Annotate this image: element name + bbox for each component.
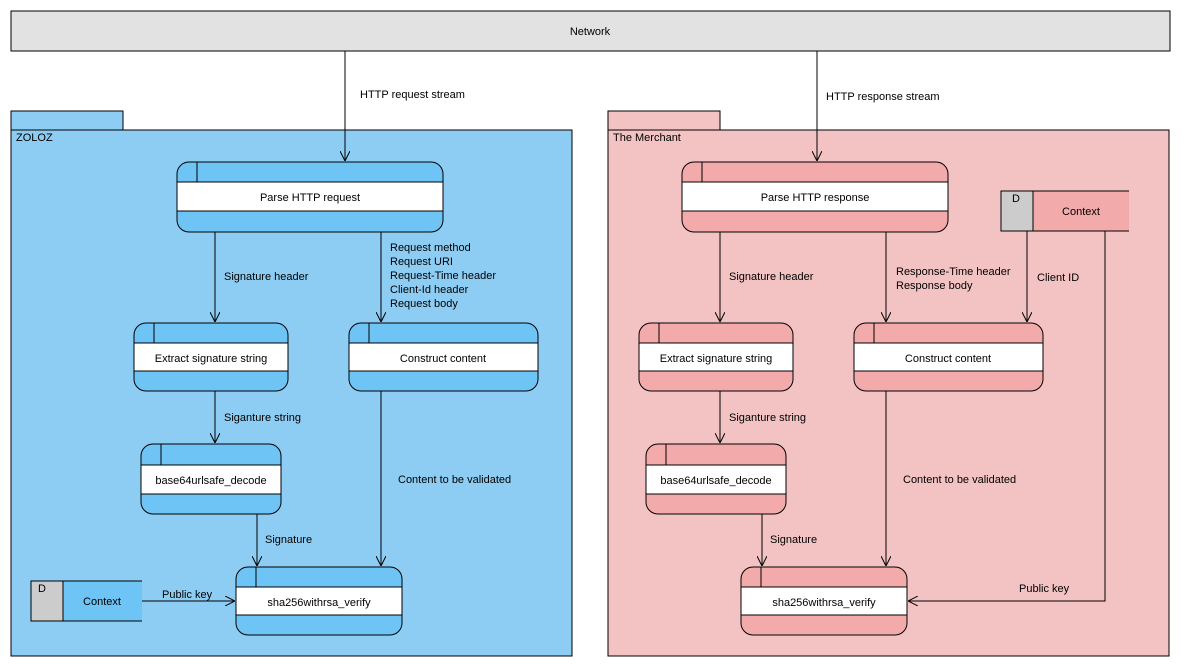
merchant-parse-label: Parse HTTP response [761, 192, 870, 204]
zoloz-extract-label: Extract signature string [155, 353, 268, 365]
zoloz-signature-header-label: Signature header [224, 271, 309, 283]
network-bar: Network [10, 10, 1171, 52]
merchant-extract-label: Extract signature string [660, 353, 773, 365]
zoloz-request-field: Request-Time header [390, 270, 496, 282]
merchant-store-tag: D [1012, 193, 1020, 205]
merchant-decode-process: base64urlsafe_decode [645, 443, 787, 515]
merchant-public-key-label: Public key [1019, 583, 1070, 595]
zoloz-store-tag: D [38, 583, 46, 595]
zoloz-flows: HTTP request stream Signature header Req… [142, 51, 511, 601]
merchant-flows: HTTP response stream Signature header Re… [720, 51, 1106, 601]
merchant-content-label: Content to be validated [903, 474, 1016, 486]
merchant-context-store: D Context [1000, 190, 1129, 232]
merchant-store-label: Context [1062, 206, 1100, 218]
merchant-construct-label: Construct content [905, 353, 991, 365]
merchant-signature-string-label: Siganture string [729, 412, 806, 424]
merchant-verify-label: sha256withrsa_verify [772, 597, 876, 609]
zoloz-stream-label: HTTP request stream [360, 89, 465, 101]
zoloz-title: ZOLOZ [16, 132, 53, 144]
zoloz-parse-label: Parse HTTP request [260, 192, 360, 204]
merchant-extract-process: Extract signature string [638, 322, 794, 392]
network-label: Network [570, 26, 611, 38]
zoloz-decode-process: base64urlsafe_decode [140, 443, 282, 515]
zoloz-verify-process: sha256withrsa_verify [235, 566, 403, 636]
zoloz-request-field: Request method [390, 242, 471, 254]
zoloz-store-label: Context [83, 596, 121, 608]
merchant-response-field: Response-Time header [896, 266, 1011, 278]
merchant-signature-label: Signature [770, 534, 817, 546]
zoloz-verify-label: sha256withrsa_verify [267, 597, 371, 609]
merchant-verify-process: sha256withrsa_verify [740, 566, 908, 636]
merchant-decode-label: base64urlsafe_decode [660, 475, 771, 487]
zoloz-request-field: Request body [390, 298, 458, 310]
zoloz-request-field: Client-Id header [390, 284, 469, 296]
zoloz-signature-label: Signature [265, 534, 312, 546]
zoloz-signature-string-label: Siganture string [224, 412, 301, 424]
zoloz-parse-process: Parse HTTP request [176, 161, 444, 233]
merchant-client-id-label: Client ID [1037, 272, 1079, 284]
merchant-title: The Merchant [613, 132, 681, 144]
zoloz-construct-label: Construct content [400, 353, 486, 365]
zoloz-extract-process: Extract signature string [133, 322, 289, 392]
merchant-parse-process: Parse HTTP response [681, 161, 949, 233]
zoloz-construct-process: Construct content [348, 322, 539, 392]
merchant-stream-label: HTTP response stream [826, 91, 940, 103]
zoloz-public-key-label: Public key [162, 589, 213, 601]
zoloz-request-field: Request URI [390, 256, 453, 268]
merchant-signature-header-label: Signature header [729, 271, 814, 283]
zoloz-decode-label: base64urlsafe_decode [155, 475, 266, 487]
merchant-response-field: Response body [896, 280, 973, 292]
zoloz-content-label: Content to be validated [398, 474, 511, 486]
merchant-construct-process: Construct content [853, 322, 1044, 392]
zoloz-context-store: D Context [30, 580, 142, 622]
